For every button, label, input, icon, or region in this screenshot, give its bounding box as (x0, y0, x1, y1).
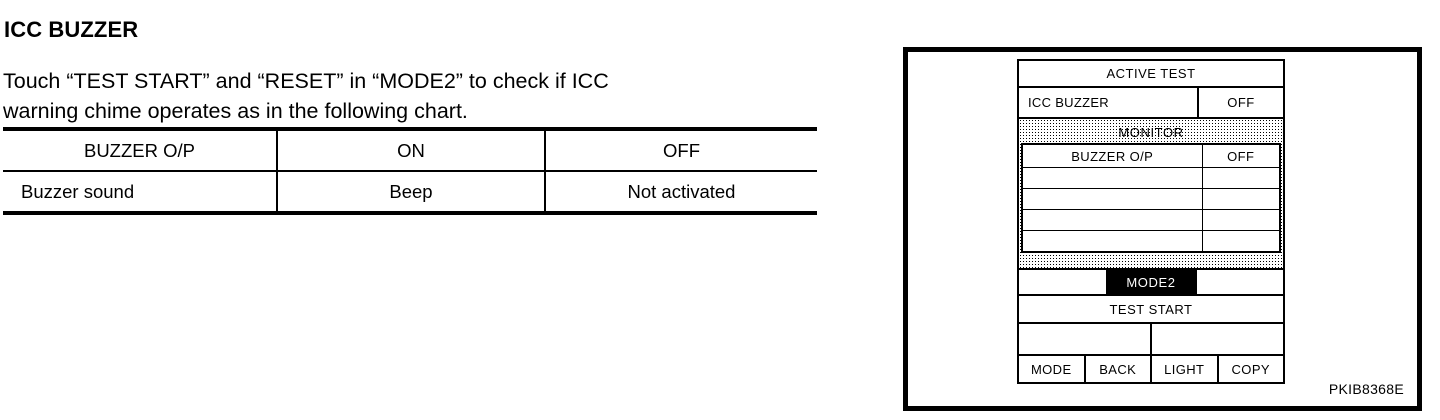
monitor-blank-value (1201, 167, 1281, 189)
monitor-bottom-padding (1021, 253, 1281, 266)
monitor-header-name: BUZZER O/P (1021, 143, 1203, 168)
monitor-blank-name (1021, 167, 1203, 189)
mode-cell-left[interactable] (1019, 270, 1106, 294)
monitor-panel-title: MONITOR (1021, 121, 1281, 143)
page-title: ICC BUZZER (4, 16, 139, 42)
screen-title-active-test: ACTIVE TEST (1017, 59, 1285, 88)
table-row: Buzzer sound Beep Not activated (3, 171, 817, 215)
cell-buzzer-sound: Buzzer sound (3, 171, 277, 215)
monitor-blank-row (1021, 209, 1281, 231)
spare-cell-right[interactable] (1150, 324, 1283, 354)
figure-code: PKIB8368E (1328, 381, 1404, 397)
active-test-item-label: ICC BUZZER (1028, 95, 1109, 110)
test-start-button[interactable]: TEST START (1017, 294, 1285, 324)
monitor-header-row: BUZZER O/P OFF (1021, 143, 1281, 168)
spare-row (1017, 322, 1285, 356)
cell-off-value: Not activated (544, 171, 817, 215)
monitor-blank-row (1021, 167, 1281, 189)
monitor-blank-row (1021, 230, 1281, 253)
monitor-blank-value (1201, 230, 1281, 253)
softkey-back[interactable]: BACK (1083, 356, 1151, 382)
intro-line-2: warning chime operates as in the followi… (3, 98, 468, 123)
mode-cell-right[interactable] (1197, 270, 1284, 294)
softkey-copy[interactable]: COPY (1216, 356, 1284, 382)
active-test-item-row: ICC BUZZER OFF (1017, 86, 1285, 119)
monitor-blank-name (1021, 209, 1203, 231)
cell-on-value: Beep (276, 171, 545, 215)
intro-line-1: Touch “TEST START” and “RESET” in “MODE2… (3, 68, 609, 93)
softkey-light[interactable]: LIGHT (1150, 356, 1217, 382)
header-cell-off: OFF (544, 127, 817, 172)
monitor-blank-name (1021, 188, 1203, 210)
monitor-blank-name (1021, 230, 1203, 253)
active-test-item-value: OFF (1197, 88, 1283, 117)
buzzer-operation-chart: BUZZER O/P ON OFF Buzzer sound Beep Not … (3, 127, 817, 215)
header-cell-on: ON (276, 127, 545, 172)
header-cell-buzzer-op: BUZZER O/P (3, 127, 277, 172)
monitor-data-table: BUZZER O/P OFF (1021, 143, 1281, 253)
mode-selector-row: MODE2 (1017, 268, 1285, 296)
spare-cell-left[interactable] (1019, 324, 1150, 354)
consult-screen: ACTIVE TEST ICC BUZZER OFF MONITOR BUZZE… (1017, 59, 1285, 397)
intro-paragraph: Touch “TEST START” and “RESET” in “MODE2… (3, 66, 883, 126)
softkey-mode[interactable]: MODE (1030, 361, 1072, 377)
illustration-frame: ACTIVE TEST ICC BUZZER OFF MONITOR BUZZE… (903, 47, 1422, 411)
monitor-header-value: OFF (1201, 143, 1281, 168)
monitor-blank-value (1201, 188, 1281, 210)
mode-button-mode2[interactable]: MODE2 (1105, 270, 1197, 294)
monitor-panel: MONITOR BUZZER O/P OFF (1017, 117, 1285, 270)
monitor-blank-value (1201, 209, 1281, 231)
monitor-title-text: MONITOR (1118, 124, 1184, 140)
table-header-row: BUZZER O/P ON OFF (3, 127, 817, 172)
monitor-blank-row (1021, 188, 1281, 210)
text-column: ICC BUZZER Touch “TEST START” and “RESET… (3, 16, 883, 215)
softkey-bar: MODE BACK LIGHT COPY (1017, 354, 1285, 384)
